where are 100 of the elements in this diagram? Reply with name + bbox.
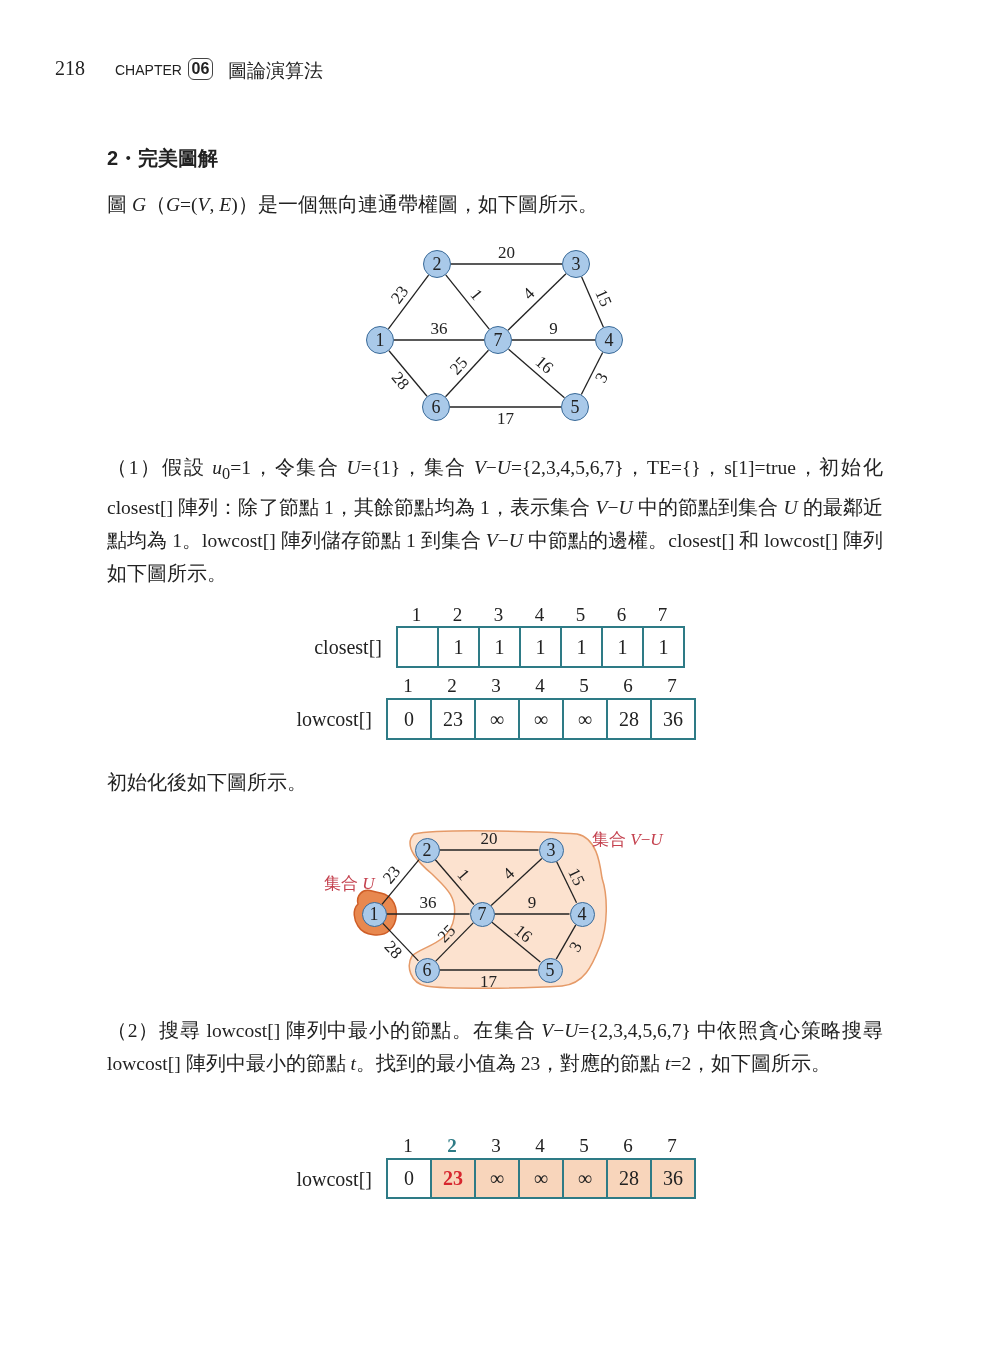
graph-edge [388,350,428,397]
graph-node: 4 [595,326,623,354]
index-number: 4 [534,1135,546,1157]
table-cell: 36 [650,698,696,740]
graph-node: 3 [562,250,590,278]
edge-label: 1 [452,865,474,885]
index-number: 4 [533,604,546,626]
table-cell: ∞ [562,698,608,740]
graph-edge [450,263,563,265]
region-label: 集合 U [324,873,375,895]
table-cell: 1 [560,626,603,668]
graph-edge [444,349,490,398]
graph-edge [491,921,541,963]
table-cell: 28 [606,1158,652,1199]
index-number: 6 [622,1135,634,1157]
graph-edge [438,969,539,971]
edge-label: 36 [419,893,437,913]
index-number: 7 [666,675,678,697]
index-number: 3 [490,1135,502,1157]
table-cell: 1 [601,626,644,668]
edge-label: 28 [379,936,406,963]
graph-edge [393,339,485,341]
table-cell: ∞ [562,1158,608,1199]
index-number: 7 [656,604,669,626]
index-number: 4 [534,675,546,697]
graph-edge [493,913,571,915]
table-cell: 1 [519,626,562,668]
graph-node: 1 [366,326,394,354]
edge-label: 16 [510,920,536,947]
array-name: closest[] [314,635,382,660]
graph-node: 7 [484,326,512,354]
index-number: 2 [451,604,464,626]
index-number: 1 [402,1135,414,1157]
index-number: 5 [578,1135,590,1157]
index-number: 6 [615,604,628,626]
paragraph: （1）假設 u$_{0}$=1，令集合 U={1}，集合 V−U={2,3,4,5,6,7}，TE={}，s[1]=true，初始化 closest[] 陣列：除了節點 1，其餘節點均為 1，表示集合 V−U 中的節點到集合 U 的最鄰近點均為 1。lowcost[] 陣列儲存節點 1 到集合 V−U 中節點的邊權。closest[] 和 lowcost[] 陣列如下圖所示。 [107,456,883,586]
table-cell: ∞ [474,698,520,740]
edge-label: 16 [530,352,557,379]
index-number: 6 [622,675,634,697]
graph-edge [435,922,474,962]
chapter-number: 06 [188,58,213,80]
array-name: lowcost[] [296,707,372,732]
edge-label: 9 [527,893,537,913]
graph-edge [507,348,566,399]
index-number: 5 [574,604,587,626]
graph-edge [490,857,543,907]
graph-edge [555,924,577,960]
edge-label: 23 [386,282,413,309]
table-cell: ∞ [474,1158,520,1199]
graph-edge [445,274,490,330]
index-number: 2 [446,1135,458,1157]
edge-label: 17 [480,972,497,992]
page-number: 218 [55,57,85,80]
graph-edge [385,913,471,915]
index-number: 1 [402,675,414,697]
edge-label: 4 [519,284,540,305]
graph-edge [434,858,475,906]
paragraph: （2）搜尋 lowcost[] 陣列中最小的節點。在集合 V−U={2,3,4,5,6,7} 中依照貪心策略搜尋 lowcost[] 陣列中最小的節點 t。找到的最小值為 23，對應的節點 t=2，如下圖所示。 [107,1019,883,1076]
table-cell: ∞ [518,698,564,740]
graph-edge [580,276,605,328]
table-cell: 23 [430,1158,476,1199]
edge-label: 15 [563,865,590,890]
graph-edge [580,351,604,396]
edge-label: 20 [480,829,498,849]
section-heading: 2・完美圖解 [107,146,219,171]
graph-edge [381,922,420,962]
edge-label: 28 [386,367,413,394]
table-cell: 36 [650,1158,696,1199]
graph-node: 5 [561,393,589,421]
graph-node: 6 [422,393,450,421]
table-cell: 1 [437,626,480,668]
edge-label: 1 [465,285,487,305]
edge-label: 9 [549,319,558,339]
edge-label: 20 [498,243,515,263]
index-number: 5 [578,675,590,697]
edge-label: 25 [445,353,473,380]
table-cell: 0 [386,698,432,740]
edge-label: 17 [497,409,514,429]
region-label: 集合 V−U [592,829,663,851]
graph-edge [381,859,420,905]
index-number: 7 [666,1135,678,1157]
table-cell: ∞ [518,1158,564,1199]
index-number: 3 [492,604,505,626]
array-name: lowcost[] [296,1166,372,1192]
chapter-title: 圖論演算法 [228,59,323,83]
graph-node: 2 [423,250,451,278]
graph-edge [555,860,578,904]
edge-label: 3 [564,938,587,957]
graph-edge [438,849,540,851]
index-number: 1 [410,604,423,626]
edge-label: 3 [590,370,613,387]
graph-edge [511,339,596,341]
table-cell: 28 [606,698,652,740]
graph-edge [387,274,430,330]
index-number: 2 [446,675,458,697]
edge-label: 23 [378,862,406,888]
paragraph: 圖 G（G=(V, E)）是一個無向連通帶權圖，如下圖所示。 [107,193,599,217]
index-number: 3 [490,675,502,697]
edge-label: 15 [590,285,616,310]
table-cell: 23 [430,698,476,740]
